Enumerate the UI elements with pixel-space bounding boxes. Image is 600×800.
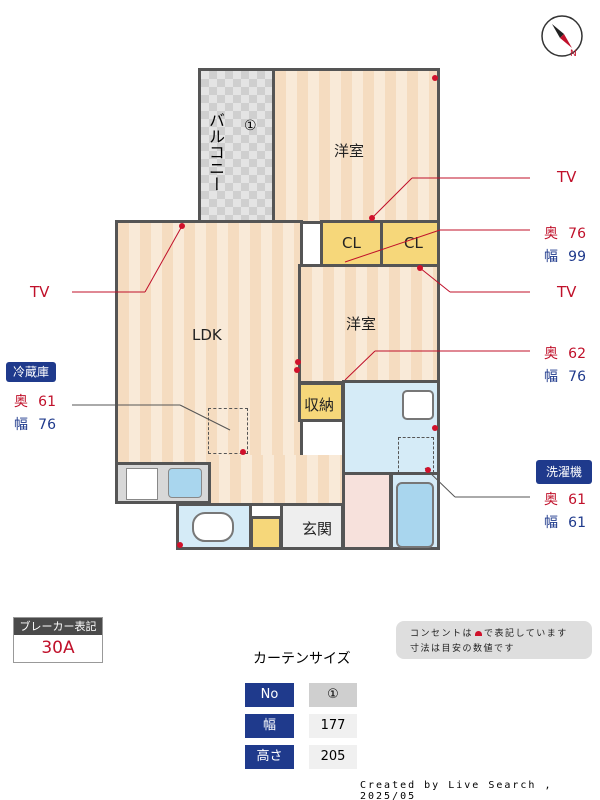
width-value: 76 [38, 417, 56, 433]
svg-text:N: N [570, 49, 577, 58]
credit: Created by Live Search , 2025/05 [360, 780, 553, 800]
small-storage [250, 516, 282, 550]
tv-label: TV [557, 168, 577, 186]
fridge-dims: 奥 61 幅 76 [14, 390, 56, 436]
note-box: コンセントはで表記しています 寸法は目安の数値です [396, 621, 592, 659]
width-label: 幅 [544, 515, 558, 531]
row-value: ① [309, 683, 357, 707]
storage [298, 382, 344, 422]
western-room-2 [298, 264, 440, 384]
entrance-label: 玄関 [302, 520, 333, 538]
depth-label: 奥 [544, 346, 558, 362]
width-value: 61 [568, 515, 586, 531]
western-room-1-label: 洋室 [334, 142, 365, 160]
width-label: 幅 [544, 369, 558, 385]
depth-label: 奥 [544, 226, 558, 242]
width-value: 99 [568, 249, 586, 265]
note-text: 寸法は目安の数値です [410, 644, 516, 654]
curtain-table: No ① 幅 177 高さ 205 [245, 683, 357, 769]
toilet-icon [192, 512, 234, 542]
breaker-box: ブレーカー表記 30A [13, 617, 103, 663]
window-dim-2: 奥 62 幅 76 [544, 342, 586, 388]
balcony [198, 68, 275, 224]
western-room-2-label: 洋室 [346, 315, 377, 333]
table-row: No ① [245, 683, 357, 707]
compass-north-icon: N [540, 14, 584, 59]
stove-icon [126, 468, 158, 500]
washer-dims: 奥 61 幅 61 [544, 488, 586, 534]
entrance [280, 503, 344, 550]
row-label: No [245, 683, 294, 707]
closet-2-label: CL [404, 234, 423, 252]
balcony-label: バルコニー [206, 112, 225, 192]
fridge-space [208, 408, 248, 454]
bathtub-icon [396, 482, 434, 548]
table-row: 高さ 205 [245, 745, 357, 769]
depth-label: 奥 [544, 492, 558, 508]
width-label: 幅 [14, 417, 28, 433]
depth-value: 61 [38, 394, 56, 410]
row-value: 205 [309, 745, 357, 769]
closet-1-label: CL [342, 234, 361, 252]
kitchen-sink-icon [168, 468, 202, 498]
width-label: 幅 [544, 249, 558, 265]
depth-value: 61 [568, 492, 586, 508]
washer-title: 洗濯機 [536, 460, 592, 484]
ldk-label: LDK [192, 326, 222, 344]
curtain-title: カーテンサイズ [253, 651, 351, 667]
depth-label: 奥 [14, 394, 28, 410]
breaker-value: 30A [41, 638, 75, 658]
breaker-title: ブレーカー表記 [14, 618, 102, 635]
curtain-marker: ① [244, 118, 257, 134]
note-text: で表記しています [484, 629, 568, 639]
outlet-icon [475, 631, 483, 636]
row-value: 177 [309, 714, 357, 738]
tv-label: TV [30, 283, 50, 301]
row-label: 幅 [245, 714, 294, 738]
outlet-markers [177, 75, 438, 548]
depth-value: 76 [568, 226, 586, 242]
tv-label: TV [557, 283, 577, 301]
storage-label: 収納 [304, 396, 335, 414]
window-dim-1: 奥 76 幅 99 [544, 222, 586, 268]
row-label: 高さ [245, 745, 294, 769]
table-row: 幅 177 [245, 714, 357, 738]
closet-2 [380, 220, 440, 267]
fridge-title: 冷蔵庫 [6, 362, 56, 382]
sink-icon [402, 390, 434, 420]
note-text: コンセントは [410, 629, 474, 639]
depth-value: 62 [568, 346, 586, 362]
western-room-1 [272, 68, 440, 224]
width-value: 76 [568, 369, 586, 385]
